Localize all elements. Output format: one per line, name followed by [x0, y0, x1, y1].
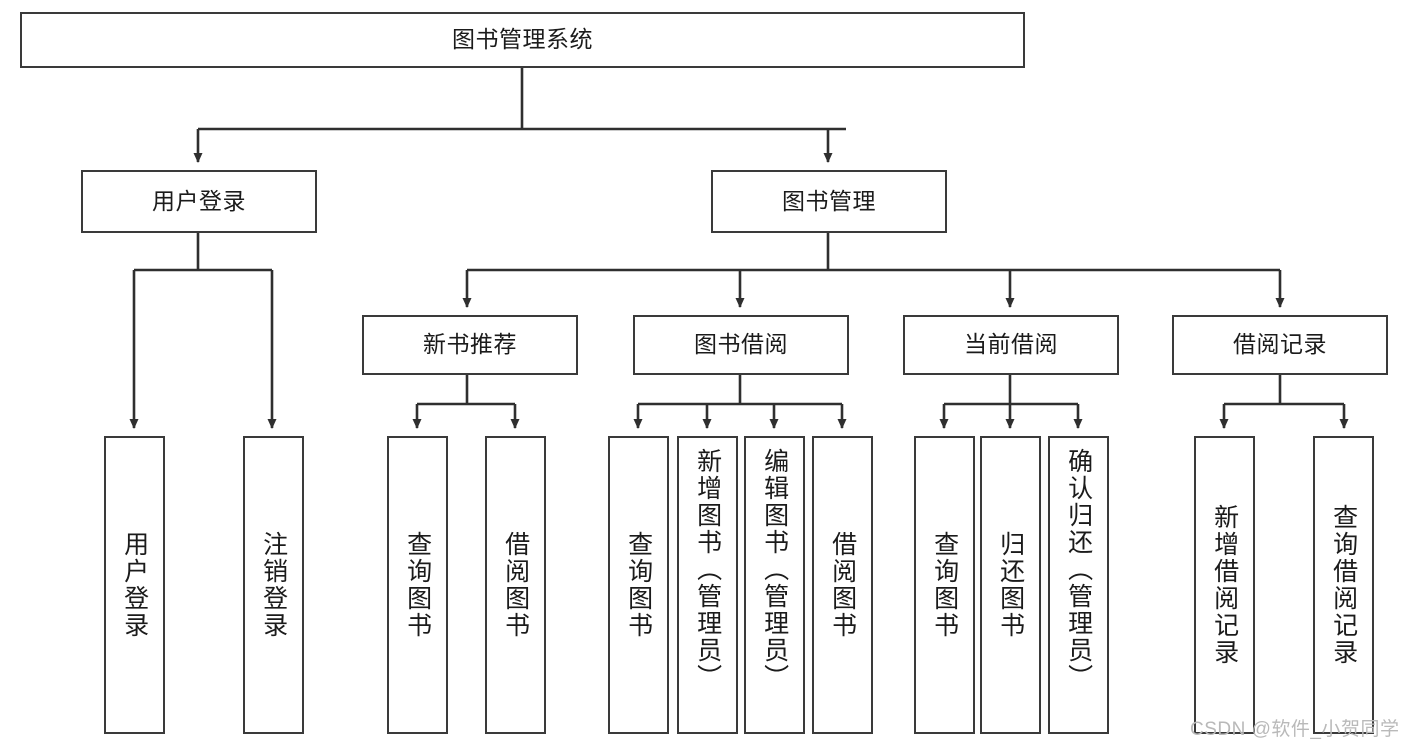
node-book-manage-label: 图书管理: [782, 187, 876, 214]
csdn-watermark: CSDN @软件_小贺同学: [1190, 719, 1400, 740]
node-leaf-borrow-edit-label: 编辑图书（管理员）: [760, 448, 789, 691]
node-borrow-record[interactable]: 借阅记录: [1172, 315, 1388, 375]
node-leaf-rec-borrow[interactable]: 借阅图书: [485, 436, 546, 734]
node-leaf-rec-add[interactable]: 新增借阅记录: [1194, 436, 1255, 734]
node-leaf-borrow-edit[interactable]: 编辑图书（管理员）: [744, 436, 805, 734]
node-leaf-rec-query-label: 查询图书: [403, 531, 432, 639]
node-leaf-borrow-add-label: 新增图书（管理员）: [693, 448, 722, 691]
node-user-login[interactable]: 用户登录: [81, 170, 317, 233]
node-borrow-record-label: 借阅记录: [1233, 331, 1327, 358]
node-new-book-rec[interactable]: 新书推荐: [362, 315, 578, 375]
node-leaf-rec-search[interactable]: 查询借阅记录: [1313, 436, 1374, 734]
node-leaf-cur-confirm[interactable]: 确认归还（管理员）: [1048, 436, 1109, 734]
node-leaf-borrow-lend[interactable]: 借阅图书: [812, 436, 873, 734]
node-leaf-rec-borrow-label: 借阅图书: [501, 531, 530, 639]
node-leaf-borrow-query[interactable]: 查询图书: [608, 436, 669, 734]
node-book-borrow[interactable]: 图书借阅: [633, 315, 849, 375]
node-leaf-borrow-add[interactable]: 新增图书（管理员）: [677, 436, 738, 734]
node-leaf-user-logout-label: 注销登录: [259, 531, 288, 639]
node-user-login-label: 用户登录: [152, 187, 246, 214]
node-leaf-user-login[interactable]: 用户登录: [104, 436, 165, 734]
node-current-borrow[interactable]: 当前借阅: [903, 315, 1119, 375]
node-leaf-cur-return[interactable]: 归还图书: [980, 436, 1041, 734]
node-leaf-rec-query[interactable]: 查询图书: [387, 436, 448, 734]
node-leaf-cur-query[interactable]: 查询图书: [914, 436, 975, 734]
node-book-manage[interactable]: 图书管理: [711, 170, 947, 233]
node-leaf-borrow-query-label: 查询图书: [624, 531, 653, 639]
node-leaf-cur-query-label: 查询图书: [930, 531, 959, 639]
node-leaf-cur-confirm-label: 确认归还（管理员）: [1064, 448, 1093, 691]
node-root-label: 图书管理系统: [452, 26, 593, 53]
node-book-borrow-label: 图书借阅: [694, 331, 788, 358]
node-leaf-cur-return-label: 归还图书: [996, 531, 1025, 639]
node-current-borrow-label: 当前借阅: [964, 331, 1058, 358]
node-root[interactable]: 图书管理系统: [20, 12, 1025, 68]
node-leaf-rec-search-label: 查询借阅记录: [1329, 504, 1358, 666]
node-leaf-rec-add-label: 新增借阅记录: [1210, 504, 1239, 666]
node-leaf-user-login-label: 用户登录: [120, 531, 149, 639]
node-leaf-user-logout[interactable]: 注销登录: [243, 436, 304, 734]
node-new-book-rec-label: 新书推荐: [423, 331, 517, 358]
node-leaf-borrow-lend-label: 借阅图书: [828, 531, 857, 639]
